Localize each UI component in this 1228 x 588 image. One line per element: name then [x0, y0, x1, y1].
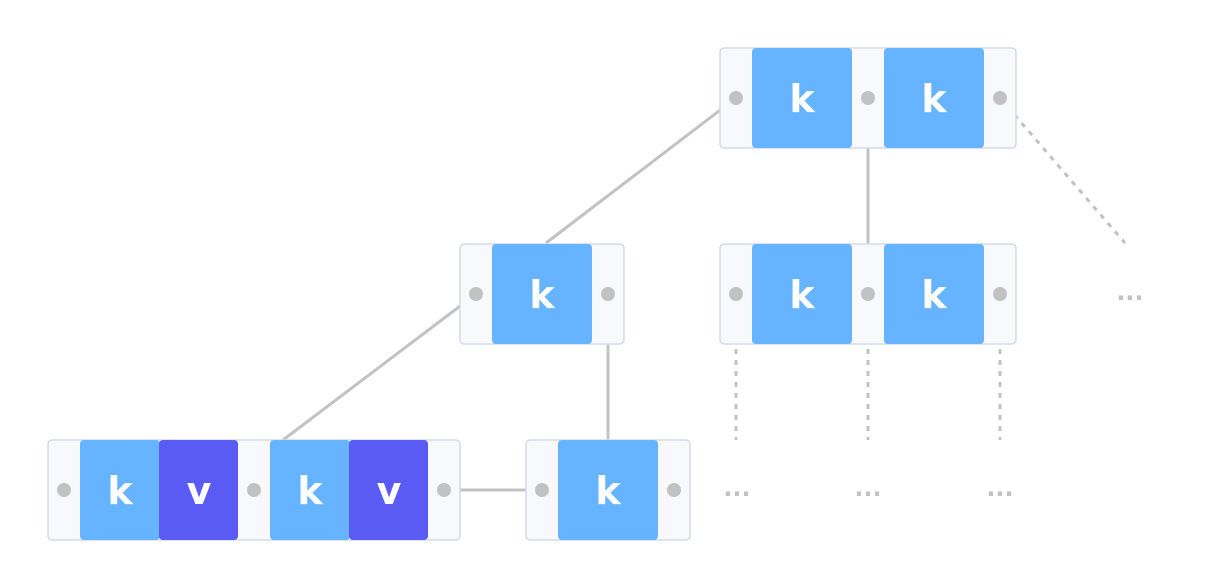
value-cell [349, 440, 428, 540]
pointer-dot [861, 91, 875, 105]
root-node: k k [719, 47, 1017, 149]
key-label: k [921, 273, 947, 317]
pointer-dot [535, 483, 549, 497]
key-cell [752, 48, 852, 148]
internal-node-left: k [459, 243, 625, 345]
key-label: k [297, 469, 323, 513]
value-label: v [377, 469, 402, 513]
more-indicator: ··· [854, 480, 881, 508]
more-indicator: ··· [723, 480, 750, 508]
leaf-node-2: k [525, 439, 691, 541]
pointer-dot [861, 287, 875, 301]
pointer-dot [667, 483, 681, 497]
edge-root-to-internal-left [545, 96, 737, 245]
pointer-dot [993, 91, 1007, 105]
key-label: k [789, 273, 815, 317]
pointer-dot [469, 287, 483, 301]
pointer-dot [729, 287, 743, 301]
edge-internal-left-to-leaf-1 [282, 292, 477, 442]
key-cell [492, 244, 592, 344]
pointer-dot [247, 483, 261, 497]
internal-node-right: k k [719, 243, 1017, 345]
leaf-node-1: k v k v [47, 439, 461, 541]
key-cell [884, 48, 984, 148]
key-label: k [921, 77, 947, 121]
pointer-dot [993, 287, 1007, 301]
value-label: v [187, 469, 212, 513]
key-cell [884, 244, 984, 344]
key-cell [752, 244, 852, 344]
key-label: k [595, 469, 621, 513]
key-cell [558, 440, 658, 540]
pointer-dot [729, 91, 743, 105]
key-label: k [789, 77, 815, 121]
pointer-dot [437, 483, 451, 497]
key-label: k [529, 273, 555, 317]
key-cell [80, 440, 160, 540]
key-cell [270, 440, 350, 540]
more-indicator: ··· [986, 480, 1013, 508]
edge-root-to-more [998, 97, 1127, 244]
value-cell [159, 440, 238, 540]
pointer-dot [601, 287, 615, 301]
pointer-dot [57, 483, 71, 497]
key-label: k [107, 469, 133, 513]
more-indicator: ··· [1116, 284, 1143, 312]
ellipsis-markers: ··· ··· ··· ··· [723, 284, 1143, 508]
